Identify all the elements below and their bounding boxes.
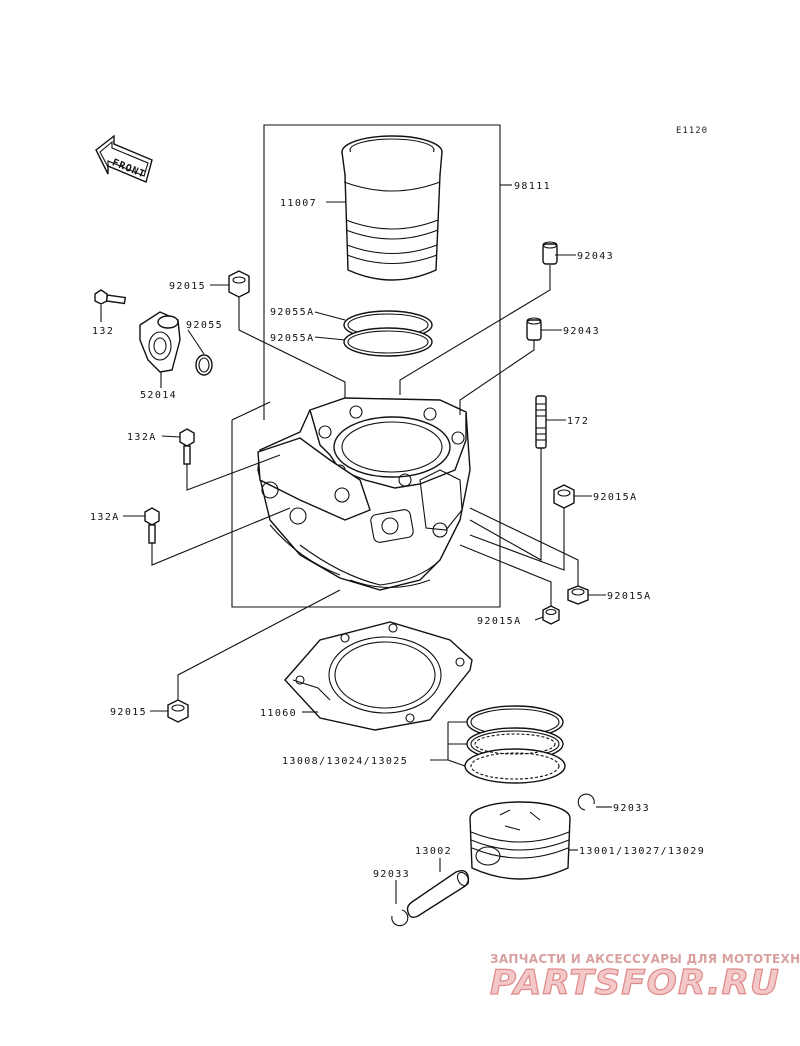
label-98111: 98111 (514, 181, 551, 192)
piston-part (469, 801, 571, 880)
nut-top-part (228, 270, 250, 298)
cylinder-sleeve-part (341, 135, 443, 281)
stud-part (535, 395, 547, 449)
label-13001: 13001/13027/13029 (579, 846, 705, 857)
circlip-right-part (577, 793, 595, 811)
assembly-bracket (231, 124, 512, 608)
label-11060: 11060 (260, 708, 297, 719)
label-52014: 52014 (140, 390, 177, 401)
label-92055a-lower: 92055A (270, 333, 315, 344)
label-132a-upper: 132A (127, 432, 157, 443)
label-92015-bottom: 92015 (110, 707, 147, 718)
o-ring-small-part (195, 354, 213, 376)
o-ring-lower-part (343, 327, 433, 357)
label-92015a-3: 92015A (477, 616, 522, 627)
label-92015-top: 92015 (169, 281, 206, 292)
label-11007: 11007 (280, 198, 317, 209)
water-fitting-part (139, 311, 181, 373)
dowel-pin-upper-part (542, 241, 558, 265)
label-13008: 13008/13024/13025 (282, 756, 408, 767)
bolt-132-part (94, 289, 127, 305)
label-13002: 13002 (415, 846, 452, 857)
leader-lines (100, 201, 612, 904)
label-92033-left: 92033 (373, 869, 410, 880)
base-gasket-part (284, 621, 473, 731)
label-92055a-upper: 92055A (270, 307, 315, 318)
circlip-left-part (391, 909, 409, 927)
watermark-brand: PARTSFOR.RU (490, 963, 780, 1003)
label-92043-lower: 92043 (563, 326, 600, 337)
piston-ring-set-part (464, 705, 566, 784)
label-132a-lower: 132A (90, 512, 120, 523)
front-arrow-icon: FRONT (95, 134, 153, 183)
dowel-pin-lower-part (526, 317, 542, 341)
nut-92015a-2-part (567, 585, 589, 605)
cylinder-block-part (257, 397, 471, 591)
label-172: 172 (567, 416, 589, 427)
bolt-132a-lower-part (144, 507, 160, 544)
nut-bottom-part (167, 699, 189, 723)
watermark: ЗАПЧАСТИ И АКСЕССУАРЫ ДЛЯ МОТОТЕХНИКИ PA… (489, 952, 800, 1004)
nut-92015a-1-part (553, 484, 575, 509)
nut-92015a-3-part (542, 605, 560, 625)
label-92055: 92055 (186, 320, 223, 331)
label-92043-upper: 92043 (577, 251, 614, 262)
bolt-132a-upper-part (179, 428, 195, 465)
watermark-subtitle: ЗАПЧАСТИ И АКСЕССУАРЫ ДЛЯ МОТОТЕХНИКИ (490, 952, 800, 966)
label-92033-right: 92033 (613, 803, 650, 814)
piston-pin-part (406, 869, 470, 919)
diagram-code: E1120 (676, 126, 708, 136)
label-92015a-1: 92015A (593, 492, 638, 503)
label-132: 132 (92, 326, 114, 337)
label-92015a-2: 92015A (607, 591, 652, 602)
